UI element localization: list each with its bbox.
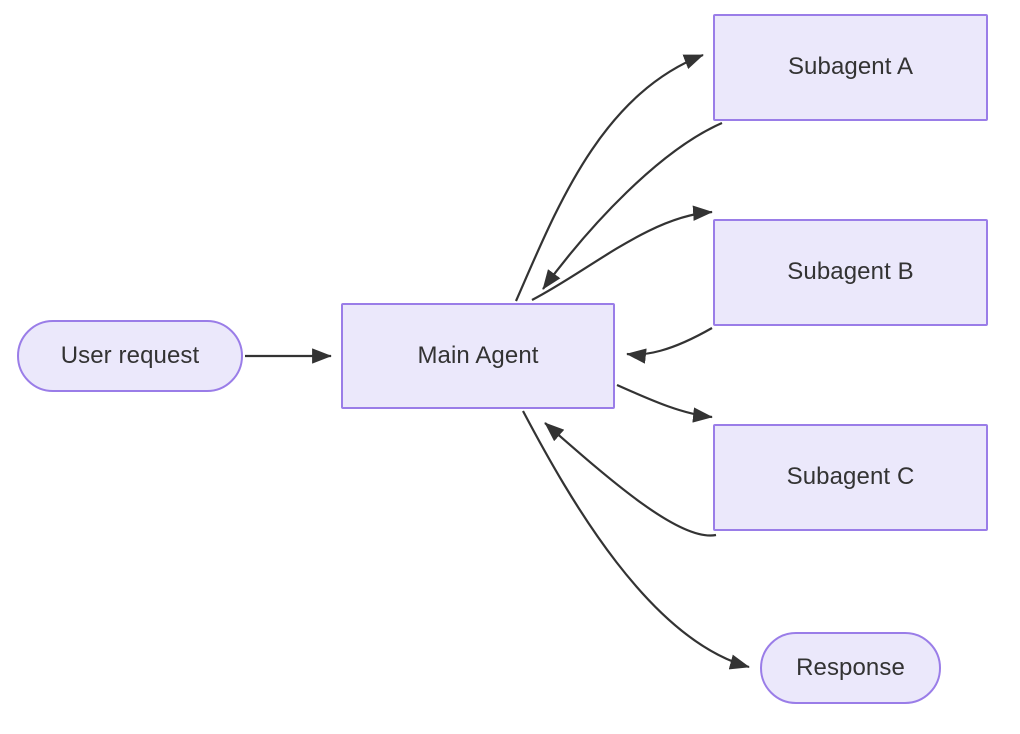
edge-subagent-c-to-main-agent (544, 422, 717, 537)
edge-subagent-a-to-main-agent (542, 121, 723, 290)
node-subagent-c-label: Subagent C (786, 463, 915, 491)
node-user-request[interactable]: User request (17, 320, 243, 392)
node-main-agent[interactable]: Main Agent (341, 303, 615, 409)
node-subagent-b-label: Subagent B (787, 258, 914, 286)
node-response[interactable]: Response (760, 632, 941, 704)
node-subagent-a[interactable]: Subagent A (713, 14, 988, 121)
node-user-request-label: User request (60, 341, 200, 369)
edge-main-agent-to-response (522, 410, 750, 670)
edge-main-agent-to-subagent-b (531, 205, 713, 301)
edge-main-agent-to-subagent-c (616, 383, 713, 423)
edge-subagent-b-to-main-agent (626, 327, 713, 364)
node-subagent-b[interactable]: Subagent B (713, 219, 988, 326)
edge-main-agent-to-subagent-a (514, 53, 704, 302)
node-subagent-c[interactable]: Subagent C (713, 424, 988, 531)
node-subagent-a-label: Subagent A (787, 53, 914, 81)
node-response-label: Response (796, 653, 905, 681)
node-main-agent-label: Main Agent (417, 341, 539, 369)
